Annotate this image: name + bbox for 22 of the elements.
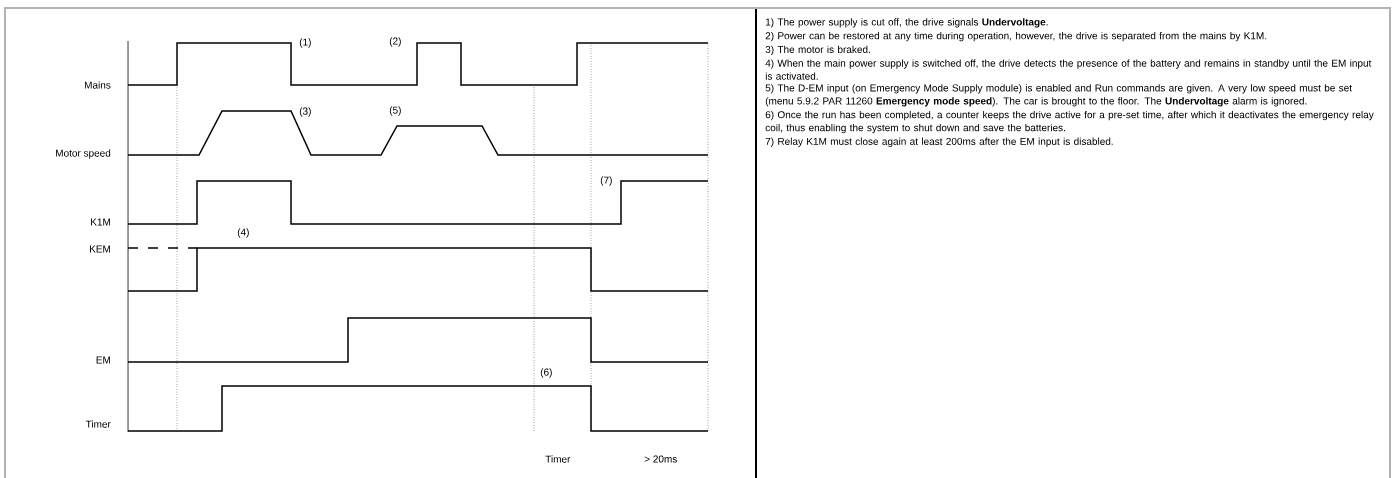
note-text: 3) The motor is braked. (765, 45, 870, 55)
signal-name: EM (96, 356, 110, 364)
note-text: 1) The power supply is cut off, the drive signals Undervoltage. (766, 18, 1048, 28)
callout-number: (2) (389, 37, 401, 47)
axis-label: Timer (545, 455, 571, 463)
callout-number: (3) (299, 107, 311, 117)
signal-name: Motor speed (56, 149, 111, 159)
signal-name: KEM (89, 245, 110, 253)
callout-number: (7) (600, 176, 612, 186)
note-text: 4) When the main power supply is switched off, the drive detects the presence of the battery and remains in standby until the EM input is activated. (765, 59, 1372, 80)
axis-label: > 20ms (644, 455, 677, 463)
signal-name: Mains (84, 81, 111, 89)
note-text: 7) Relay K1M must close again at least 200ms after the EM input is disabled. (765, 137, 1113, 147)
signal-name: K1M (91, 218, 110, 226)
note-text: 6) Once the run has been completed, a counter keeps the drive active for a pre-set time, after which it deactivates the emergency relay coil, thus enabling the system to shut down and save the batteries. (765, 110, 1374, 134)
callout-number: (5) (389, 106, 401, 116)
note-text: 2) Power can be restored at any time during operation, however, the drive is separated from the mains by K1M. (765, 31, 1267, 42)
note-text: 5) The D-EM input (on Emergency Mode Supply module) is enabled and Run commands are given. A very low speed must be set (menu 5.9.2 PAR 11260 Emergency mode speed). The car is brought to the floor. The Undervoltage alarm is ignored. (765, 84, 1352, 107)
callout-number: (6) (540, 368, 552, 378)
signal-name: Timer (85, 420, 111, 428)
callout-number: (4) (237, 228, 249, 238)
callout-number: (1) (299, 38, 311, 48)
